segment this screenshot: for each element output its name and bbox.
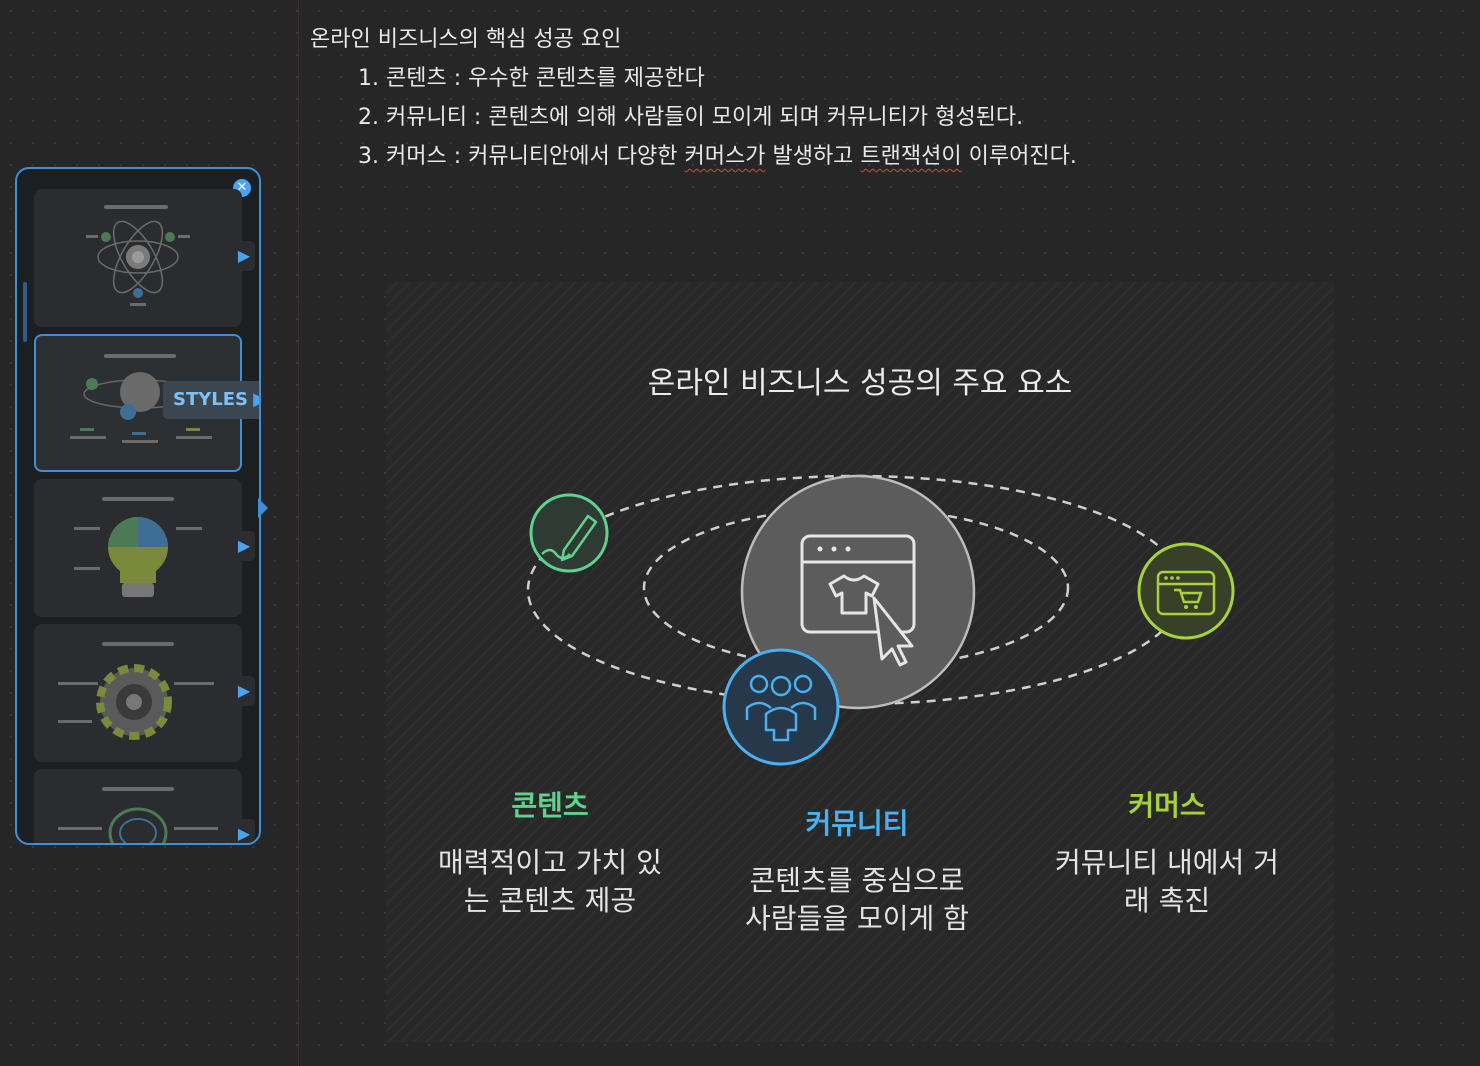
spellcheck-word[interactable]: 커머스가 [684,144,766,169]
list-item-text: 이루어진다. [961,144,1077,169]
thumbnail-expand-arrow[interactable]: ▶ [233,241,255,271]
cart-icon [1137,542,1235,640]
orbit-icon [70,354,212,443]
label-description: 커뮤니티 내에서 거 래 촉진 [1036,844,1298,920]
list-item-text: 2. 커뮤니티 : 콘텐츠에 의해 사람들이 모이게 되며 커뮤니티가 형성된다… [358,105,1024,130]
style-thumbnail-lightbulb[interactable] [34,479,242,617]
style-thumbnail-brain[interactable] [34,769,242,843]
atom-icon [86,205,190,306]
list-item-text: 발생하고 [765,144,861,169]
list-item-community[interactable]: 2. 커뮤니티 : 콘텐츠에 의해 사람들이 모이게 되며 커뮤니티가 형성된다… [358,98,1077,137]
label-description: 매력적이고 가치 있 는 콘텐츠 제공 [420,844,680,920]
web-shop-icon [740,474,976,710]
description-line: 래 촉진 [1123,884,1211,917]
description-line: 매력적이고 가치 있 [438,846,662,879]
label-contents: 콘텐츠 매력적이고 가치 있 는 콘텐츠 제공 [420,784,680,920]
list-item-text: 1. 콘텐츠 : 우수한 콘텐츠를 제공한다 [358,66,705,91]
list-item-contents[interactable]: 1. 콘텐츠 : 우수한 콘텐츠를 제공한다 [358,59,1077,98]
style-thumbnail-gear[interactable] [34,624,242,762]
styles-tab[interactable]: STYLES ▶ [163,381,259,419]
page-margin-line [298,0,299,1066]
label-community: 커뮤니티 콘텐츠를 중심으로 사람들을 모이게 함 [726,802,988,938]
list-item-text: 3. 커머스 : 커뮤니티안에서 다양한 [358,144,685,169]
play-arrow-icon: ▶ [253,381,259,419]
document-text[interactable]: 온라인 비즈니스의 핵심 성공 요인 1. 콘텐츠 : 우수한 콘텐츠를 제공한… [310,20,1077,176]
gear-icon [58,642,214,740]
label-commerce: 커머스 커뮤니티 내에서 거 래 촉진 [1036,784,1298,920]
thumbnail-expand-arrow[interactable]: ▶ [233,819,255,843]
thumbnail-expand-arrow[interactable]: ▶ [233,676,255,706]
style-thumbnail-atom[interactable] [34,189,242,327]
description-line: 콘텐츠를 중심으로 [749,864,965,897]
description-line: 사람들을 모이게 함 [745,902,969,935]
thumbnail-expand-arrow[interactable]: ▶ [233,531,255,561]
label-title: 커머스 [1128,789,1206,822]
label-title: 커뮤니티 [805,807,909,840]
panel-scrollbar[interactable] [23,282,27,342]
label-title: 콘텐츠 [511,789,589,822]
styles-panel[interactable]: ✕ ▶ [15,167,261,845]
description-line: 는 콘텐츠 제공 [463,884,637,917]
spellcheck-word[interactable]: 트랜잭션이 [860,144,962,169]
brain-icon [58,787,218,843]
diagram-title: 온라인 비즈니스 성공의 주요 요소 [647,366,1073,401]
people-icon [722,648,840,766]
list-item-commerce[interactable]: 3. 커머스 : 커뮤니티안에서 다양한 커머스가 발생하고 트랜잭션이 이루어… [358,137,1077,176]
orbit-diagram [526,474,1235,766]
lightbulb-icon [74,497,202,597]
label-description: 콘텐츠를 중심으로 사람들을 모이게 함 [726,862,988,938]
styles-tab-label: STYLES [173,389,249,410]
description-line: 커뮤니티 내에서 거 [1055,846,1279,879]
pen-icon [529,493,609,573]
panel-pointer [258,498,268,518]
document-heading[interactable]: 온라인 비즈니스의 핵심 성공 요인 [310,27,622,52]
